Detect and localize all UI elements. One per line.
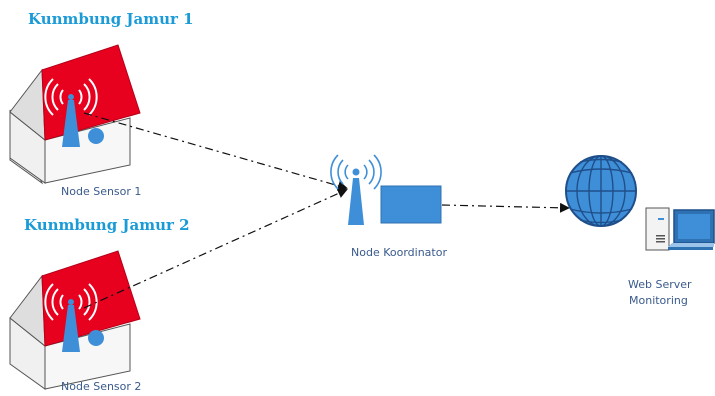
node-sensor-2-label: Node Sensor 2 xyxy=(61,380,142,393)
web-server-label: Web Server xyxy=(628,278,692,291)
kumbung-1-title: Kunmbung Jamur 1 xyxy=(28,10,194,28)
antenna-icon xyxy=(330,154,382,225)
antenna-icon xyxy=(44,283,98,352)
antenna-icon xyxy=(44,78,98,147)
house-icon xyxy=(9,250,141,390)
globe-icon xyxy=(565,155,637,227)
link-koordinator-server xyxy=(441,202,570,213)
sensor-dot-icon xyxy=(88,330,104,346)
coordinator-box-icon xyxy=(380,185,442,224)
sensor-dot-icon xyxy=(88,128,104,144)
monitoring-label: Monitoring xyxy=(629,294,688,307)
node-koordinator-label: Node Koordinator xyxy=(351,246,447,259)
node-sensor-1-label: Node Sensor 1 xyxy=(61,185,142,198)
kumbung-2-title: Kunmbung Jamur 2 xyxy=(24,216,190,234)
computer-icon xyxy=(645,207,715,251)
link-sensor2-koordinator xyxy=(83,188,348,309)
